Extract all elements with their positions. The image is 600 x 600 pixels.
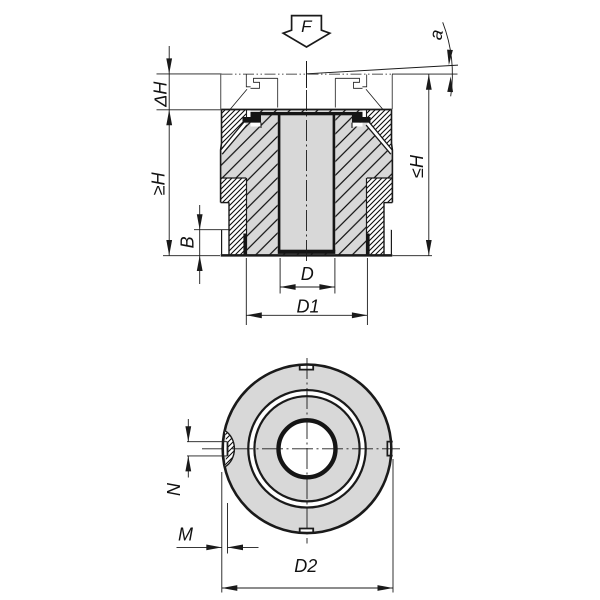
svg-text:N: N: [164, 482, 184, 496]
svg-text:≥H: ≥H: [149, 171, 169, 195]
svg-text:ΔH: ΔH: [151, 81, 171, 108]
svg-text:D: D: [301, 264, 314, 284]
svg-text:D1: D1: [296, 296, 319, 316]
svg-text:B: B: [178, 236, 198, 248]
svg-text:a: a: [425, 28, 446, 41]
svg-text:M: M: [178, 524, 193, 544]
svg-text:≤H: ≤H: [407, 154, 427, 178]
svg-text:F: F: [301, 17, 313, 36]
svg-text:D2: D2: [294, 556, 317, 576]
